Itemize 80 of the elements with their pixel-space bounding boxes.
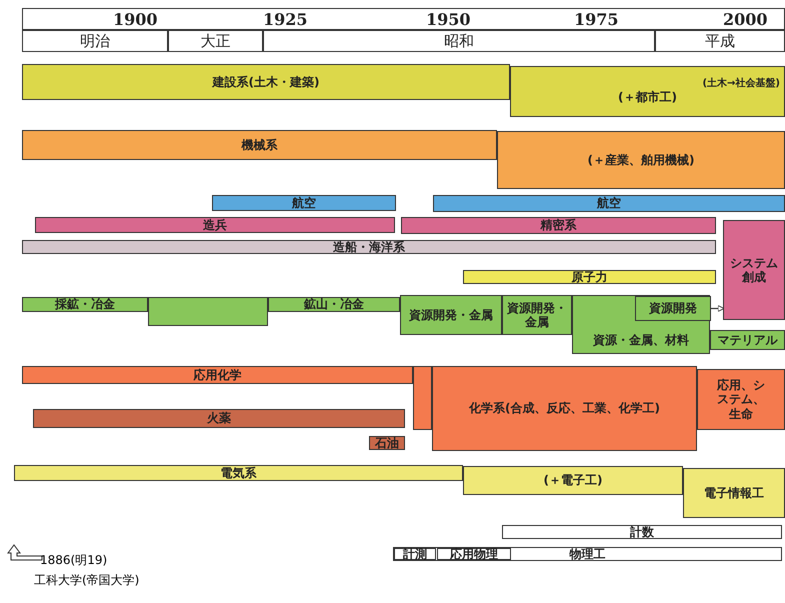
year-label: 1950: [426, 10, 471, 30]
bar-label: 計測: [403, 546, 427, 562]
timeline-bar: [502, 295, 572, 335]
timeline-bar: [22, 130, 497, 160]
bar-label: 採鉱・冶金: [55, 297, 115, 312]
timeline-bar: [394, 548, 436, 560]
timeline-bar: [683, 468, 785, 518]
timeline-bar: [433, 195, 785, 212]
timeline-bar: [22, 366, 413, 384]
bar-label: 火薬: [207, 411, 231, 426]
bar-label: 航空: [292, 196, 316, 210]
bar-label: 物理工: [570, 546, 606, 562]
bar-label: 昭和: [444, 32, 474, 50]
arrow: [711, 305, 724, 312]
timeline-bar: [268, 297, 400, 312]
era-cell: [168, 30, 263, 52]
bar-label: 精密系: [540, 218, 576, 233]
bar-label: 石油: [375, 436, 399, 450]
bar-label: 明治: [80, 32, 110, 50]
era-cell: [22, 30, 168, 52]
timeline-bar: [697, 369, 785, 430]
year-label: 1925: [263, 10, 308, 30]
timeline-bar: [635, 296, 711, 321]
year-header: [22, 8, 785, 30]
timeline-bar: [148, 297, 268, 326]
bar-label: 大正: [200, 32, 230, 50]
timeline-bar: [437, 548, 511, 560]
timeline-bar: [432, 366, 697, 451]
era-cell: [655, 30, 785, 52]
timeline-bar: [33, 409, 405, 428]
year-label: 1975: [574, 10, 619, 30]
bar-label: システム創成: [729, 256, 779, 284]
bar-label: (＋電子工): [544, 473, 602, 488]
timeline-bar: [510, 66, 785, 117]
bar-label: 航空: [597, 196, 621, 211]
bar-label: 資源・金属、材料: [593, 332, 689, 347]
bar-label: 電子情報工: [704, 486, 764, 500]
timeline-bar: [502, 525, 782, 539]
bar-label: 資源開発: [649, 301, 697, 316]
bar-label: 鉱山・冶金: [304, 297, 364, 312]
timeline-bar: [400, 295, 502, 335]
era-cell: [263, 30, 655, 52]
timeline-bar: [22, 240, 716, 254]
bar-label: 資源開発・金属: [409, 308, 493, 322]
bar-label: マテリアル: [718, 332, 778, 348]
bar-label: 電気系: [220, 466, 256, 480]
timeline-bar: [35, 217, 395, 233]
note-text: 1886(明19): [40, 552, 108, 569]
bar-label: 資源開発・金属: [506, 300, 568, 330]
bar-label: (＋都市工): [618, 90, 677, 105]
timeline-bar: [723, 220, 785, 320]
timeline-bar: [212, 195, 396, 211]
timeline-bar: [497, 131, 785, 189]
timeline-bar: [393, 547, 782, 561]
timeline-bar: [14, 465, 463, 481]
timeline-bar: [572, 295, 710, 354]
bar-label: 計数: [630, 524, 654, 540]
bar-label: 造兵: [203, 218, 227, 232]
bar-label: 応用化学: [194, 368, 242, 382]
year-label: 1900: [113, 10, 158, 30]
timeline-bar: [463, 466, 683, 495]
bar-label: 建設系(土木・建築): [212, 74, 320, 90]
timeline-bar: [22, 297, 148, 312]
bar-label: 原子力: [572, 270, 608, 284]
bar-label: (＋産業、舶用機械): [588, 152, 694, 168]
bar-label: 化学系(合成、反応、工業、化学工): [469, 401, 660, 416]
bar-label: 応用物理: [450, 546, 498, 562]
note-text: 工科大学(帝国大学): [34, 572, 140, 589]
timeline-bar: [710, 330, 785, 350]
bar-label: 造船・海洋系: [333, 240, 405, 254]
timeline-bar: [413, 366, 432, 430]
bar-label: (土木→社会基盤): [702, 78, 780, 90]
bar-label: 平成: [705, 32, 735, 50]
timeline-bar: [401, 217, 716, 234]
timeline-bar: [369, 436, 405, 450]
bar-label: 応用、システム、生命: [716, 378, 766, 422]
timeline-bar: [463, 270, 716, 284]
bar-label: 機械系: [242, 138, 278, 152]
year-label: 2000: [723, 10, 768, 30]
timeline-bar: [22, 64, 510, 100]
